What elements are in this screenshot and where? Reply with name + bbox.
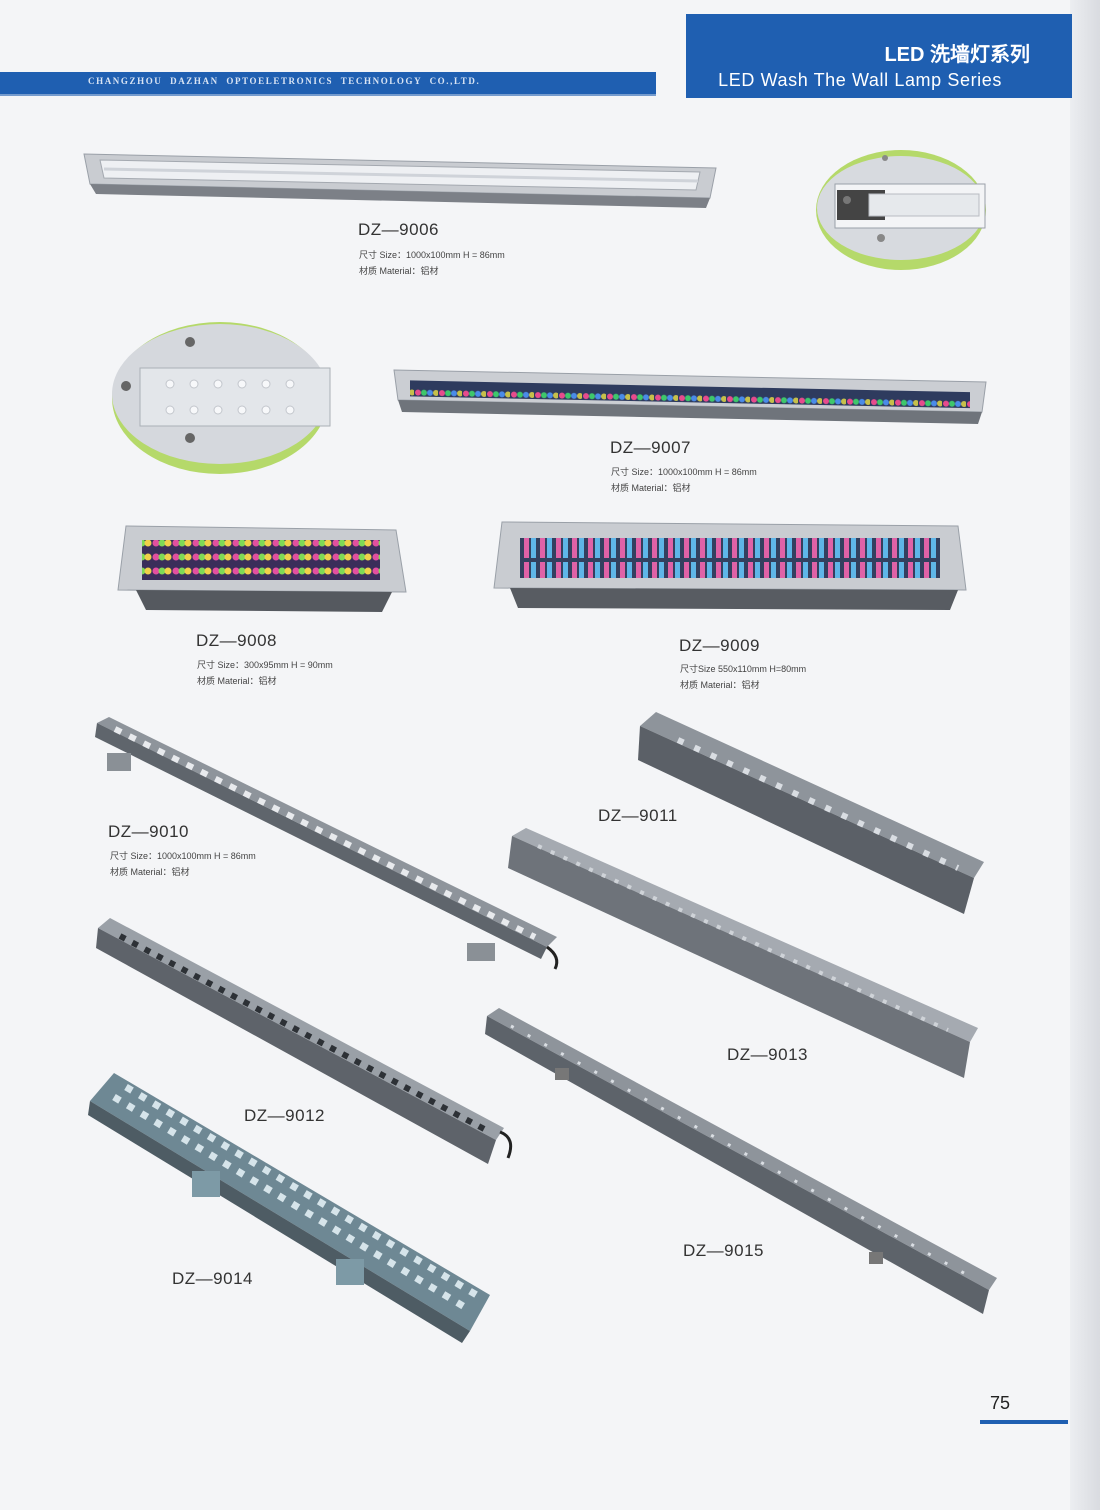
spec-size: 尺寸 Size：1000x100mm H = 86mm: [110, 851, 256, 861]
product-image-dz9008: [117, 525, 407, 612]
spec-material: 材质 Material：铝材: [611, 483, 691, 493]
model-dz9010: DZ—9010: [108, 822, 189, 841]
model-dz9015: DZ—9015: [683, 1241, 764, 1260]
product-image-dz9014: [88, 1073, 490, 1343]
model-dz9008: DZ—9008: [196, 631, 277, 650]
series-title-box: [686, 14, 1072, 98]
spec-dz9006: 尺寸 Size：1000x100mm H = 86mm 材质 Material：…: [359, 247, 505, 279]
spec-dz9010: 尺寸 Size：1000x100mm H = 86mm 材质 Material：…: [110, 848, 256, 880]
product-image-dz9013: [508, 828, 978, 1078]
model-dz9012: DZ—9012: [244, 1106, 325, 1125]
product-detail-dz9007: [112, 322, 331, 474]
company-name: CHANGZHOU DAZHAN OPTOELETRONICS TECHNOLO…: [88, 76, 481, 86]
page-number: 75: [990, 1393, 1011, 1413]
page-edge-shadow: [1070, 0, 1100, 1510]
spec-size: 尺寸Size 550x110mm H=80mm: [680, 664, 807, 674]
spec-dz9009: 尺寸Size 550x110mm H=80mm 材质 Material：铝材: [680, 661, 806, 693]
product-image-dz9009: [493, 521, 967, 610]
spec-material: 材质 Material：铝材: [197, 676, 277, 686]
spec-material: 材质 Material：铝材: [359, 266, 439, 276]
series-title-cn: LED 洗墙灯系列: [884, 44, 1030, 66]
spec-size: 尺寸 Size：1000x100mm H = 86mm: [611, 467, 757, 477]
product-detail-dz9006: [816, 150, 986, 270]
product-image-dz9011: [638, 712, 984, 914]
banner-underline: [0, 94, 656, 96]
series-title-en: LED Wash The Wall Lamp Series: [718, 70, 1002, 90]
product-image-dz9006: [83, 153, 717, 208]
model-dz9006: DZ—9006: [358, 220, 439, 239]
product-image-dz9010: [95, 717, 559, 970]
model-dz9011: DZ—9011: [598, 806, 678, 825]
product-image-dz9012: [96, 918, 513, 1164]
model-dz9007: DZ—9007: [610, 438, 691, 457]
spec-size: 尺寸 Size：1000x100mm H = 86mm: [359, 250, 505, 260]
page-number-rule: [980, 1420, 1068, 1424]
spec-dz9007: 尺寸 Size：1000x100mm H = 86mm 材质 Material：…: [611, 464, 757, 496]
spec-size: 尺寸 Size：300x95mm H = 90mm: [197, 660, 333, 670]
spec-dz9008: 尺寸 Size：300x95mm H = 90mm 材质 Material：铝材: [197, 657, 333, 689]
spec-material: 材质 Material：铝材: [680, 680, 760, 690]
model-dz9013: DZ—9013: [727, 1045, 808, 1064]
model-dz9009: DZ—9009: [679, 636, 760, 655]
product-image-dz9015: [485, 1008, 997, 1314]
model-dz9014: DZ—9014: [172, 1269, 253, 1288]
spec-material: 材质 Material：铝材: [110, 867, 190, 877]
company-banner: [0, 72, 656, 94]
product-image-dz9007: [393, 369, 987, 424]
